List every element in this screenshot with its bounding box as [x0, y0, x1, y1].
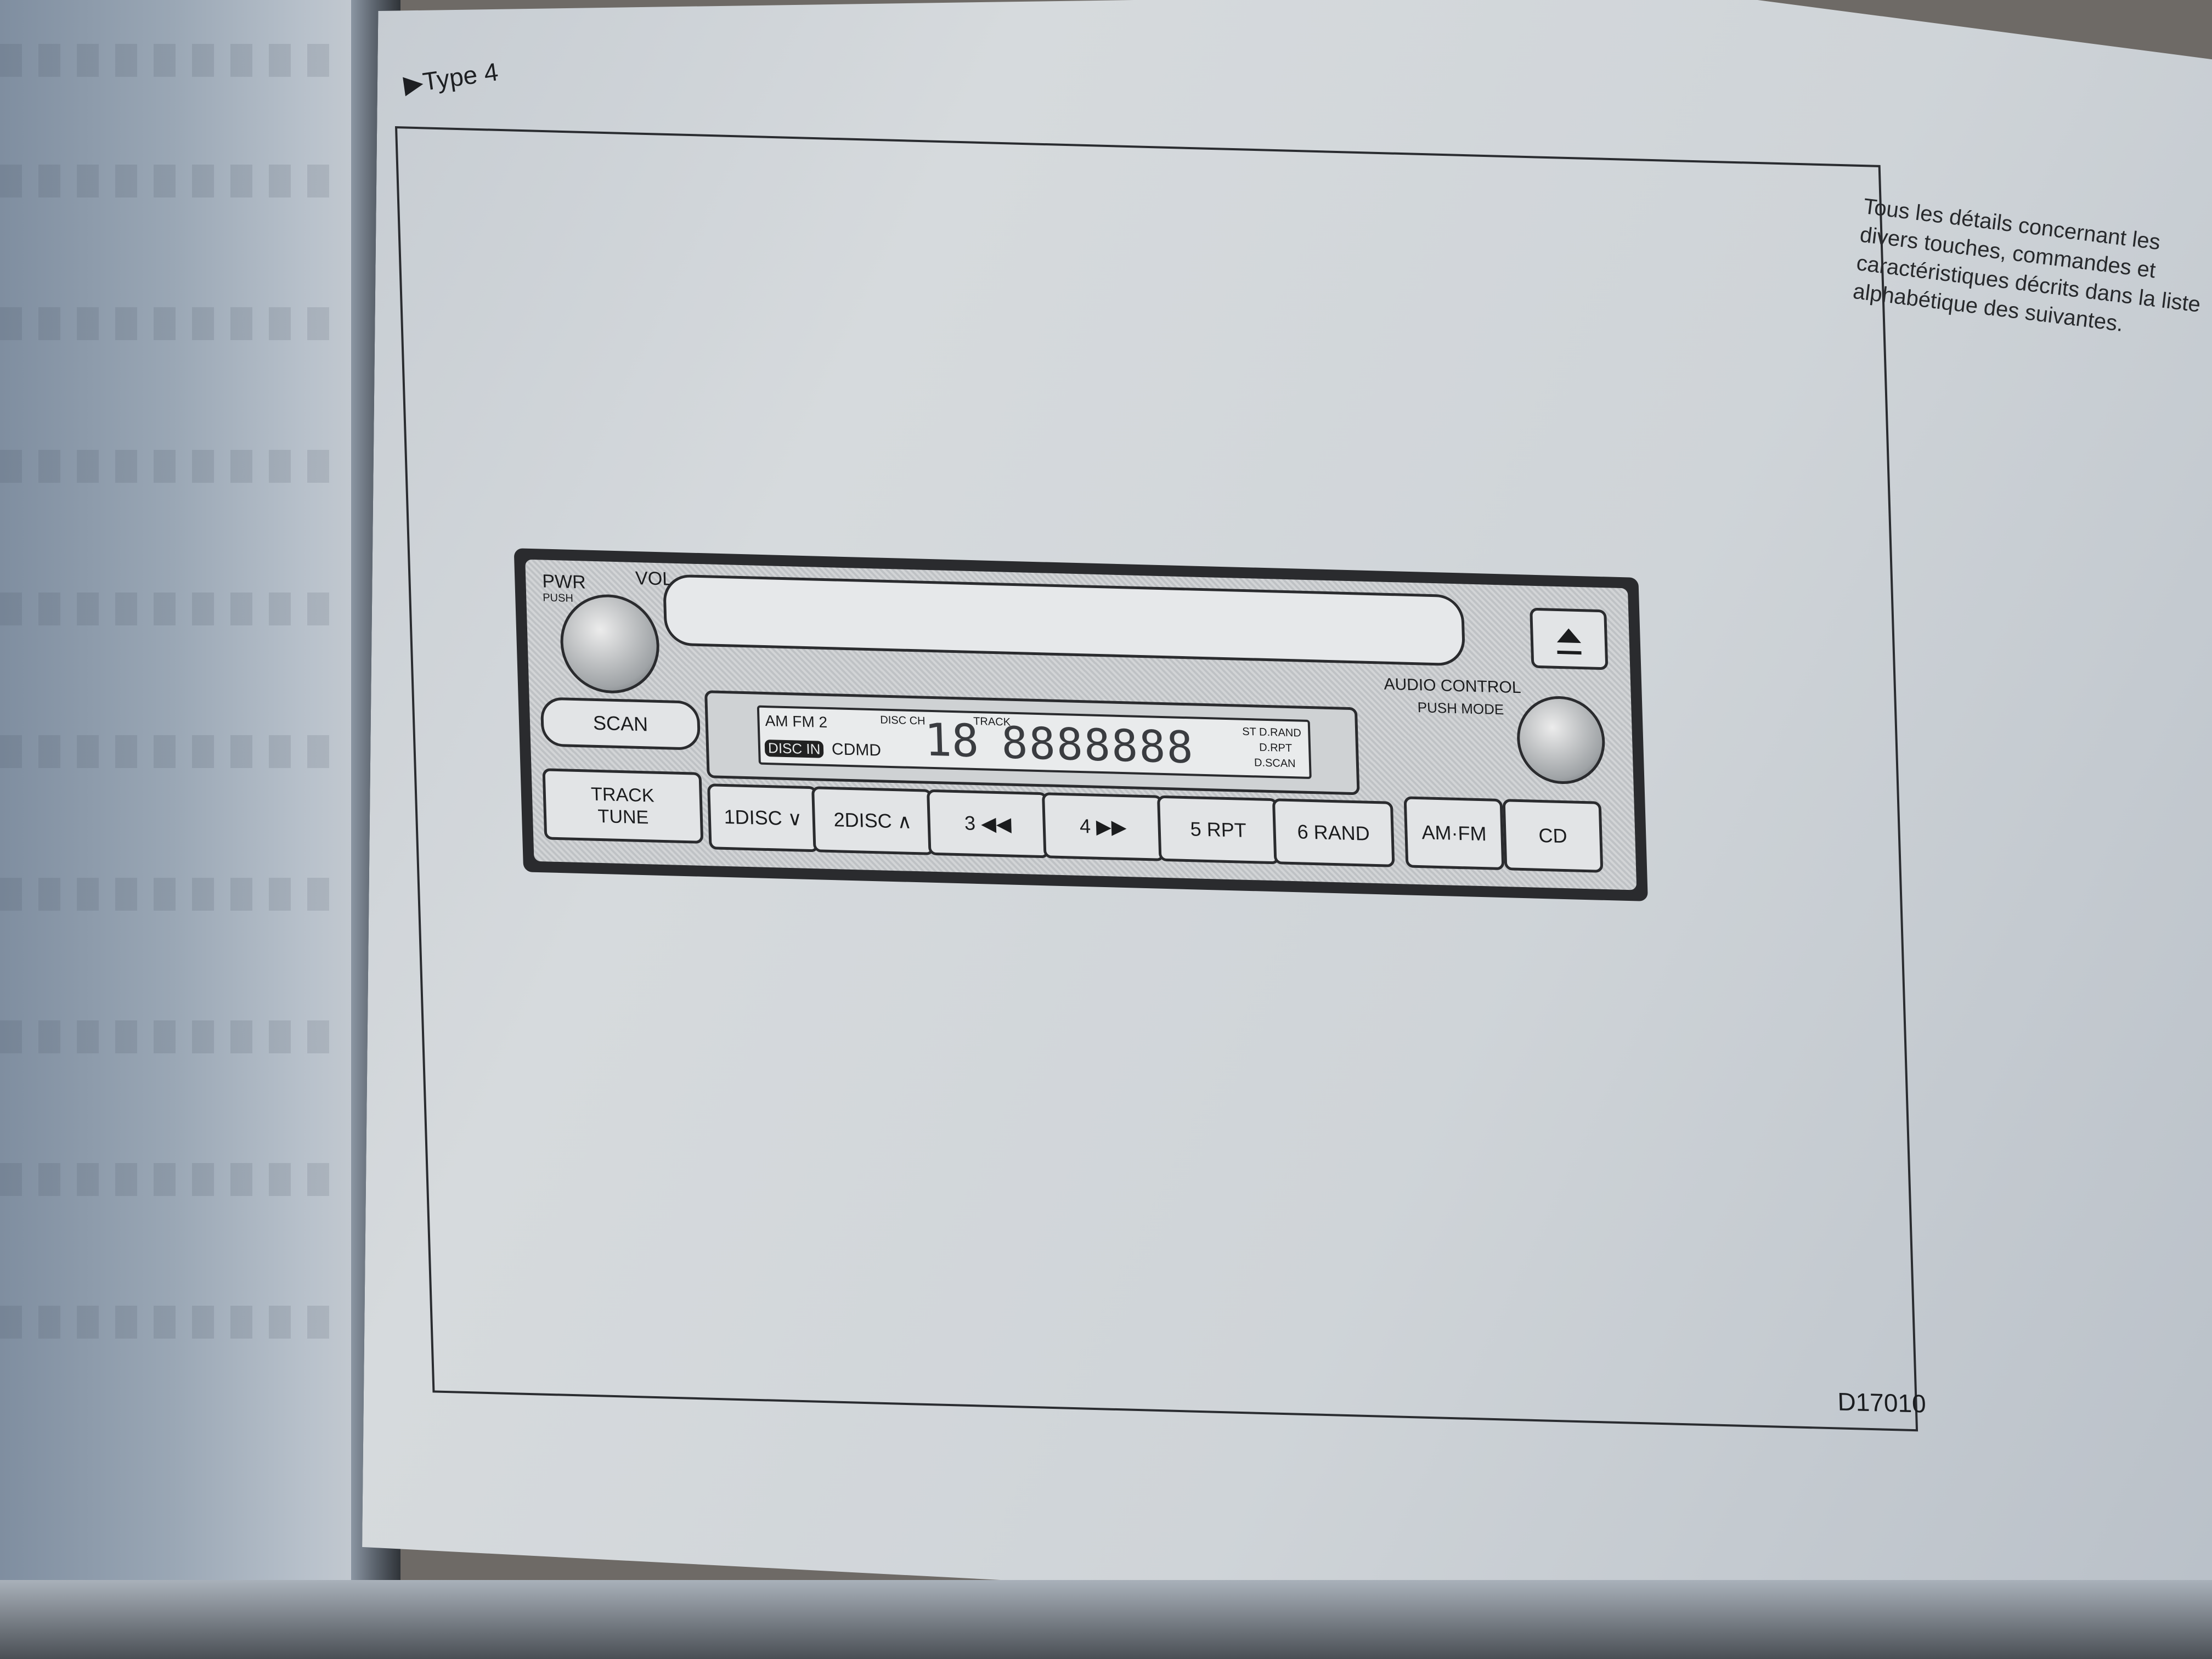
- track-tune-button[interactable]: TRACK TUNE: [542, 768, 704, 844]
- disc-in-indicator: DISC IN: [764, 739, 824, 758]
- faded-text-line: [0, 450, 340, 483]
- preset-5-rpt-button[interactable]: 5 RPT: [1156, 795, 1280, 865]
- segment-display: 8888888: [1000, 717, 1195, 774]
- faded-text-line: [0, 735, 340, 768]
- disc-ch-indicator: DISC CH: [880, 714, 926, 727]
- cdmd-indicator: CDMD: [831, 740, 882, 760]
- page-edge: [0, 1580, 2212, 1659]
- disc-number: 18: [923, 714, 980, 768]
- figure-frame: D17010 PWR PUSH VOL AUDIO CONTROL PUSH M…: [395, 126, 1926, 1432]
- faded-text-line: [0, 878, 340, 911]
- pwr-label: PWR: [541, 571, 586, 593]
- faded-text-line: [0, 1163, 340, 1196]
- am-fm-button[interactable]: AM·FM: [1403, 796, 1505, 871]
- faded-text-line: [0, 1020, 340, 1053]
- display-panel: AM FM 2 DISC CH 18 TRACK 8888888 ST D.RA…: [704, 690, 1360, 795]
- faded-text-line: [0, 592, 340, 625]
- figure-code: D17010: [1837, 1387, 1927, 1418]
- faded-text-line: [0, 165, 340, 198]
- lcd-screen: AM FM 2 DISC CH 18 TRACK 8888888 ST D.RA…: [757, 705, 1312, 780]
- eject-button[interactable]: [1530, 607, 1609, 670]
- car-radio: PWR PUSH VOL AUDIO CONTROL PUSH MODE SCA…: [514, 548, 1648, 901]
- push-label: PUSH: [542, 591, 574, 605]
- preset-1-disc-down-button[interactable]: 1DISC ∨: [707, 783, 819, 853]
- dscan-indicator: D.SCAN: [1254, 757, 1296, 770]
- am-fm-indicator: AM FM 2: [765, 712, 828, 731]
- push-mode-label: PUSH MODE: [1417, 699, 1504, 718]
- cd-slot: [662, 574, 1466, 667]
- radio-face: PWR PUSH VOL AUDIO CONTROL PUSH MODE SCA…: [525, 559, 1637, 890]
- st-drand-indicator: ST D.RAND: [1242, 725, 1302, 740]
- faded-text-line: [0, 1306, 340, 1339]
- volume-knob[interactable]: [559, 593, 661, 695]
- faded-text-line: [0, 307, 340, 340]
- eject-icon: [1556, 628, 1581, 644]
- drpt-indicator: D.RPT: [1259, 741, 1293, 755]
- track-label: TRACK: [590, 783, 654, 806]
- eject-bar-icon: [1557, 650, 1582, 655]
- tune-label: TUNE: [597, 805, 649, 828]
- audio-control-knob[interactable]: [1515, 695, 1606, 786]
- scan-button[interactable]: SCAN: [540, 697, 701, 751]
- audio-control-label: AUDIO CONTROL: [1384, 675, 1522, 697]
- faded-text-line: [0, 44, 340, 77]
- preset-4-forward-button[interactable]: 4 ▶▶: [1041, 792, 1165, 861]
- left-page: [0, 0, 384, 1659]
- cd-button[interactable]: CD: [1502, 799, 1604, 873]
- preset-6-rand-button[interactable]: 6 RAND: [1272, 798, 1395, 867]
- preset-2-disc-up-button[interactable]: 2DISC ∧: [811, 786, 934, 855]
- preset-3-rewind-button[interactable]: 3 ◀◀: [927, 789, 1049, 859]
